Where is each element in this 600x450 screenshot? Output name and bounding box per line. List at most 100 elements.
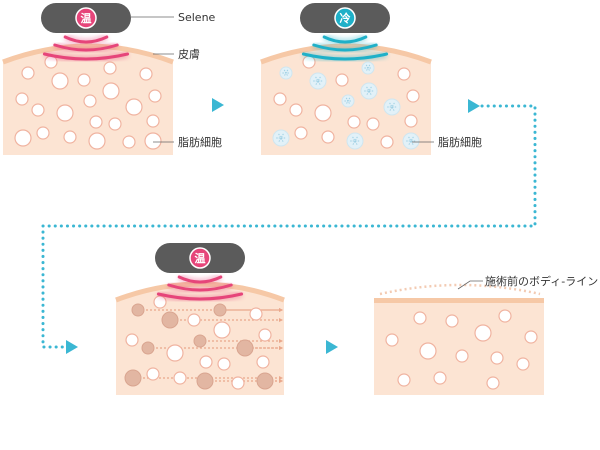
energy-wave [301,52,389,61]
dissolving-fat-cell [256,372,274,390]
arrowhead-icon [279,376,283,380]
energy-wave [53,43,119,52]
mode-badge-text: 温 [195,251,206,265]
fat-cell [199,355,213,369]
fat-cell [273,92,287,106]
fat-cell [148,89,162,103]
dissolving-fat-cell [236,339,254,357]
fat-cell [258,328,272,342]
snowflake-icon [389,102,395,112]
fat-cell [294,126,308,140]
arrowhead-icon [279,346,283,350]
flow-arrows [41,98,537,354]
frozen-fat-cell [309,72,327,90]
fat-cell [231,376,245,390]
arrowhead-icon [279,318,283,322]
dissolving-fat-cell [213,303,227,317]
fat-cell [21,66,35,80]
skin-layer [374,298,544,303]
dissolving-fat-cell [141,341,155,355]
before-line-leader [457,280,483,290]
skin-label: 皮膚 [178,47,200,61]
fat-cell [289,103,303,117]
frozen-fat-cell [402,132,420,150]
previous-body-line [379,283,541,296]
snowflake-icon [345,97,351,105]
before-line-label: 施術前のボディ-ライン [485,274,598,288]
skin-layer [260,43,432,65]
mode-badge [189,247,211,269]
energy-wave [156,292,244,301]
energy-wave [167,283,233,292]
fat-cell [249,307,263,321]
dotted-flow-line [41,104,537,349]
fat-cell [498,309,512,323]
fat-cell [486,376,500,390]
fat-cell [321,130,335,144]
snowflake-icon [352,136,358,146]
mode-badge-text: 温 [81,11,92,25]
snowflake-icon [315,76,321,86]
fat-cell [213,321,231,339]
fat-cell [366,117,380,131]
fat-cell-label: 脂肪細胞 [178,135,222,149]
frozen-fat-cell [346,132,364,150]
fat-cell [63,130,77,144]
fat-cell [88,132,106,150]
fat-cell [146,367,160,381]
snowflake-icon [366,86,372,96]
fat-cell [36,126,50,140]
fat-cell [103,61,117,75]
mode-badge [334,7,356,29]
device-label: Selene [178,11,216,24]
fat-cell [217,357,231,371]
snowflake-icon [283,69,289,77]
fat-cell [380,135,394,149]
fat-cell [404,114,418,128]
frozen-fat-cell [360,82,378,100]
fat-cell [144,132,162,150]
fat-cell [77,73,91,87]
energy-wave [177,275,223,284]
snowflake-icon [278,133,284,143]
snowflake-icon [408,136,414,146]
next-arrow-icon [212,98,224,112]
fat-cell [256,355,270,369]
fat-cell [445,314,459,328]
mode-badge-text: 冷 [340,11,351,25]
snowflake-icon [389,102,395,112]
snowflake-icon [365,64,371,72]
frozen-fat-cell [383,98,401,116]
snowflake-icon [408,136,414,146]
fat-cell [125,98,143,116]
fat-cell [314,104,332,122]
dissolving-fat-cell [196,372,214,390]
snowflake-icon [278,133,284,143]
fat-cell [413,311,427,325]
fat-cell [419,342,437,360]
arrowhead-icon [279,308,283,312]
next-arrow-icon [326,340,338,354]
step2-cold-panel: 冷 [260,3,432,155]
skin-layer [2,43,174,65]
dissolving-fat-cell [131,303,145,317]
dissolving-fat-cell [193,334,207,348]
fat-cell [524,330,538,344]
dissolving-fat-cell [161,311,179,329]
fat-cell [347,115,361,129]
fat-cell [14,129,32,147]
step3-warm-panel: 温 [115,243,285,395]
fat-cell [122,135,136,149]
step4-result-panel [374,283,544,395]
energy-wave [322,35,368,44]
fat-cell [397,373,411,387]
fat-cell [31,103,45,117]
fat-cell [146,114,160,128]
arrowhead-icon [279,339,283,343]
fat-cell [173,371,187,385]
next-arrow-icon [66,340,78,354]
fat-cell [15,92,29,106]
snowflake-icon [366,86,372,96]
energy-wave [63,35,109,44]
